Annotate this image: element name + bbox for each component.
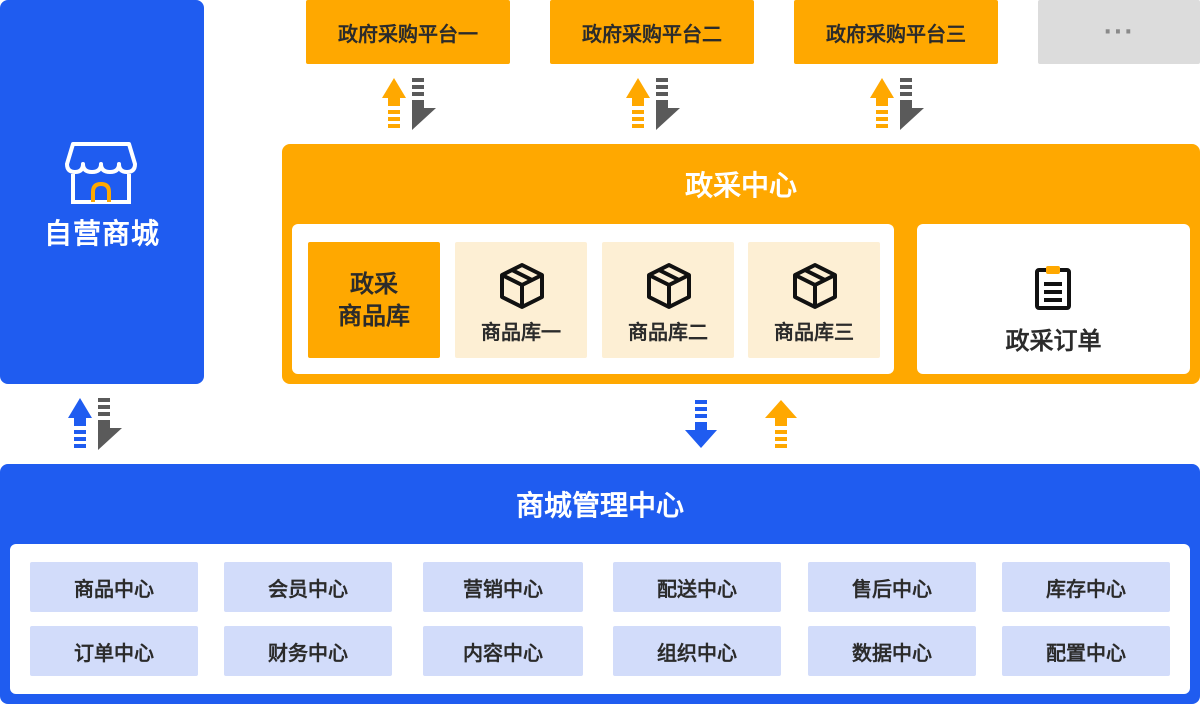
sync-arrows-icon bbox=[64, 396, 124, 456]
product-library-2: 商品库二 bbox=[602, 242, 734, 358]
center-item-product: 商品中心 bbox=[30, 562, 198, 612]
center-grid bbox=[10, 544, 1190, 694]
center-item-config: 配置中心 bbox=[1002, 626, 1170, 676]
center-item-content: 内容中心 bbox=[423, 626, 583, 676]
product-library-3-label: 商品库三 bbox=[774, 320, 854, 344]
sync-arrows-icon bbox=[868, 76, 928, 136]
product-library-1-label: 商品库一 bbox=[481, 320, 561, 344]
product-library-2-label: 商品库二 bbox=[628, 320, 708, 344]
gov-product-library: 政采 商品库 bbox=[308, 242, 440, 358]
center-item-finance: 财务中心 bbox=[224, 626, 392, 676]
center-item-member: 会员中心 bbox=[224, 562, 392, 612]
box-icon bbox=[793, 263, 837, 309]
self-mall-title: 自营商城 bbox=[43, 217, 160, 250]
center-item-organization: 组织中心 bbox=[613, 626, 781, 676]
box-icon bbox=[500, 263, 544, 309]
shop-icon bbox=[65, 142, 137, 204]
center-item-order: 订单中心 bbox=[30, 626, 198, 676]
platform-2: 政府采购平台二 bbox=[550, 0, 754, 64]
platform-1: 政府采购平台一 bbox=[306, 0, 510, 64]
platform-more: ··· bbox=[1038, 0, 1200, 64]
product-library-3: 商品库三 bbox=[748, 242, 880, 358]
box-icon bbox=[647, 263, 691, 309]
mall-management-title: 商城管理中心 bbox=[515, 489, 684, 522]
platform-3: 政府采购平台三 bbox=[794, 0, 998, 64]
gov-procurement-title: 政采中心 bbox=[684, 169, 797, 202]
gov-product-library-line2: 商品库 bbox=[338, 302, 410, 330]
sync-arrows-icon bbox=[380, 76, 440, 136]
center-item-inventory: 库存中心 bbox=[1002, 562, 1170, 612]
center-item-delivery: 配送中心 bbox=[613, 562, 781, 612]
arrow-down-icon bbox=[685, 400, 717, 448]
arrow-up-icon bbox=[765, 400, 797, 448]
gov-product-library-line1: 政采 bbox=[350, 270, 398, 298]
sync-arrows-icon bbox=[624, 76, 684, 136]
self-mall-panel: 自营商城 bbox=[0, 0, 204, 384]
center-item-data: 数据中心 bbox=[808, 626, 976, 676]
gov-order-label: 政采订单 bbox=[1005, 326, 1102, 355]
product-library-1: 商品库一 bbox=[455, 242, 587, 358]
center-item-marketing: 营销中心 bbox=[423, 562, 583, 612]
center-item-aftersale: 售后中心 bbox=[808, 562, 976, 612]
clipboard-icon bbox=[1035, 266, 1071, 310]
